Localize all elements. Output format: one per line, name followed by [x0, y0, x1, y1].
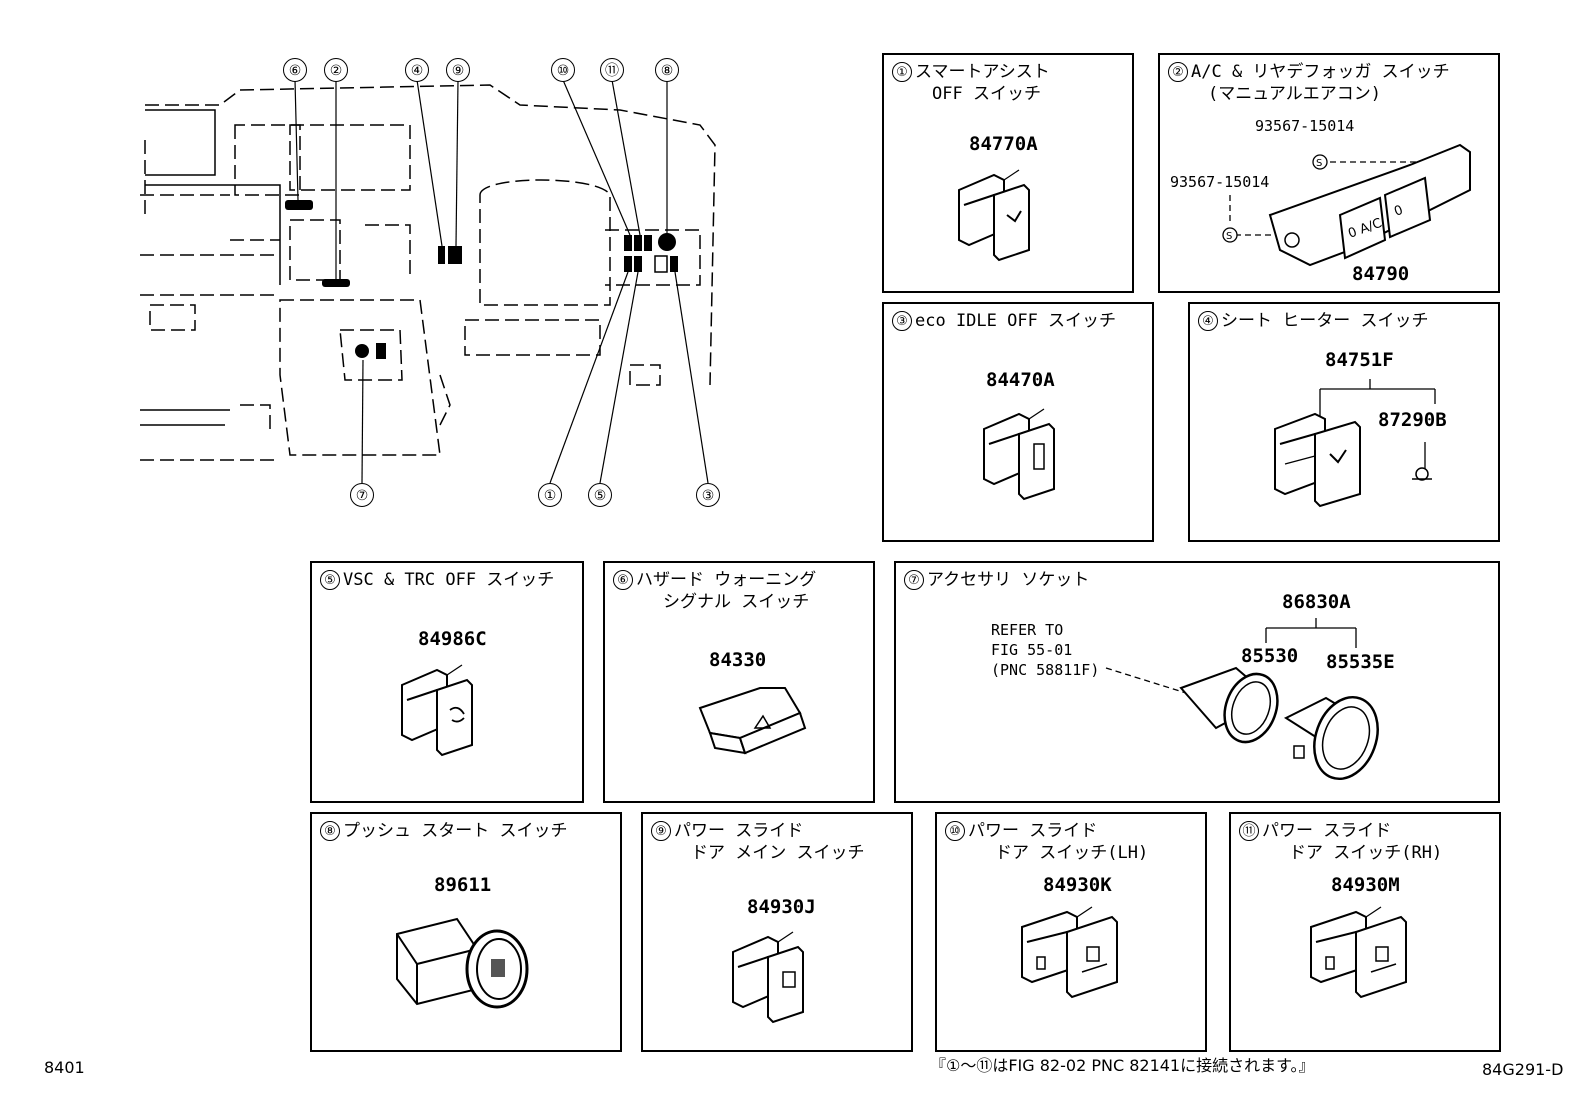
callout-8: ⑧	[655, 58, 679, 82]
part-number: 84770A	[969, 133, 1038, 155]
dashboard-overview: ⑥ ② ④ ⑨ ⑩ ⑪ ⑧ ⑦ ① ⑤ ③	[140, 55, 740, 515]
socket-part-number: 85530	[1241, 645, 1299, 667]
part-number: 84930K	[1043, 874, 1112, 896]
panel-title-line1: ハザード ウォーニング	[636, 570, 817, 590]
reference-note-line1: REFER TO	[991, 621, 1064, 639]
part-number: 89611	[434, 874, 492, 896]
callout-6: ⑥	[283, 58, 307, 82]
accessory-socket-illustration	[1105, 618, 1379, 781]
switch-illustration	[958, 169, 1030, 262]
footer-connection-note: 『①〜⑪はFIG 82-02 PNC 82141に接続されます。』	[930, 1056, 1315, 1075]
panel-title-line2: ドア メイン スイッチ	[691, 843, 865, 863]
callout-5: ⑤	[588, 483, 612, 507]
part-number: 86830A	[1282, 591, 1351, 613]
part-number: 84930J	[747, 896, 816, 918]
panel-title-line1: シート ヒーター スイッチ	[1221, 311, 1429, 331]
svg-text:S: S	[1226, 231, 1232, 242]
panel-title-line1: パワー スライド	[968, 821, 1098, 841]
panel-number: ⑨	[651, 821, 671, 841]
callout-1: ①	[538, 483, 562, 507]
switch-illustration	[983, 408, 1055, 501]
push-start-switch-illustration	[396, 917, 529, 1009]
callout-4: ④	[405, 58, 429, 82]
panel-number: ⑤	[320, 570, 340, 590]
part-number: 84330	[709, 649, 767, 671]
door-switch-illustration	[1021, 906, 1118, 999]
callout-3: ③	[696, 483, 720, 507]
panel-title-line2: シグナル スイッチ	[663, 592, 810, 612]
panel-title-line1: A/C & リヤデフォッガ スイッチ	[1191, 62, 1450, 82]
panel-number: ①	[892, 62, 912, 82]
panel-number: ⑥	[613, 570, 633, 590]
panel-number: ⑧	[320, 821, 340, 841]
panel-title-line1: パワー スライド	[1262, 821, 1392, 841]
callout-10: ⑩	[551, 58, 575, 82]
panel-title-line1: アクセサリ ソケット	[927, 570, 1090, 590]
switch-illustration	[401, 664, 473, 757]
dashboard-outline-drawing	[140, 79, 716, 484]
panel-number: ②	[1168, 62, 1188, 82]
footer-figure-code: 84G291-D	[1482, 1060, 1564, 1079]
callout-2: ②	[324, 58, 348, 82]
panel-number: ③	[892, 311, 912, 331]
hazard-switch-illustration	[698, 687, 807, 755]
panel-title-line2: ドア スイッチ(LH)	[995, 843, 1149, 863]
svg-text:S: S	[1316, 158, 1322, 169]
ac-switch-illustration: S S 0 A/C 0	[1222, 143, 1471, 267]
callout-7: ⑦	[350, 483, 374, 507]
bulb-part-number: 87290B	[1378, 409, 1447, 431]
panel-number: ④	[1198, 311, 1218, 331]
panel-number: ⑦	[904, 570, 924, 590]
panel-title-line1: eco IDLE OFF スイッチ	[915, 311, 1117, 331]
part-number: 84930M	[1331, 874, 1400, 896]
panel-title-line2: (マニュアルエアコン)	[1208, 84, 1381, 104]
part-number: 84790	[1352, 263, 1410, 285]
panel-title-line2: OFF スイッチ	[932, 84, 1041, 104]
seat-heater-switch-illustration	[1274, 379, 1436, 508]
panel-title-line2: ドア スイッチ(RH)	[1289, 843, 1443, 863]
panel-number: ⑪	[1239, 821, 1259, 841]
part-number: 84986C	[418, 628, 487, 650]
part-number: 84751F	[1325, 349, 1394, 371]
screw-part-number-top: 93567-15014	[1255, 117, 1355, 135]
door-switch-illustration	[1310, 906, 1407, 999]
panel-title-line1: VSC & TRC OFF スイッチ	[343, 570, 555, 590]
part-number: 84470A	[986, 369, 1055, 391]
reference-note-line2: FIG 55-01	[991, 641, 1073, 659]
panel-title-line1: パワー スライド	[674, 821, 804, 841]
cap-part-number: 85535E	[1326, 651, 1395, 673]
callout-11: ⑪	[600, 58, 624, 82]
footer-page-code: 8401	[44, 1058, 85, 1077]
reference-note-line3: (PNC 58811F)	[991, 661, 1100, 679]
panel-title-line1: スマートアシスト	[915, 62, 1050, 82]
panel-title-line1: プッシュ スタート スイッチ	[343, 821, 568, 841]
screw-part-number-left: 93567-15014	[1170, 173, 1270, 191]
callout-9: ⑨	[446, 58, 470, 82]
panel-number: ⑩	[945, 821, 965, 841]
switch-illustration	[732, 931, 804, 1024]
